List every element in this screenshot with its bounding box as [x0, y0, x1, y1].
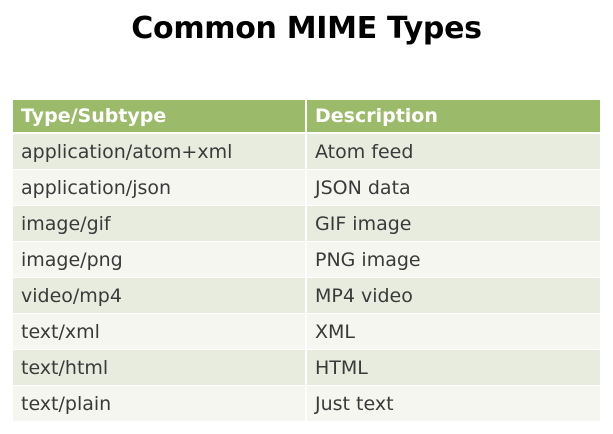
- cell-description: GIF image: [307, 206, 600, 242]
- cell-type-subtype: text/html: [13, 350, 307, 386]
- table-row: application/json JSON data: [13, 170, 600, 206]
- table-row: image/gif GIF image: [13, 206, 600, 242]
- table-row: text/plain Just text: [13, 386, 600, 422]
- cell-type-subtype: application/atom+xml: [13, 134, 307, 170]
- cell-type-subtype: application/json: [13, 170, 307, 206]
- cell-type-subtype: video/mp4: [13, 278, 307, 314]
- table-row: text/xml XML: [13, 314, 600, 350]
- mime-types-table: Type/Subtype Description application/ato…: [13, 100, 600, 422]
- cell-description: XML: [307, 314, 600, 350]
- table-header: Type/Subtype Description: [13, 100, 600, 134]
- cell-type-subtype: image/png: [13, 242, 307, 278]
- cell-type-subtype: text/plain: [13, 386, 307, 422]
- cell-type-subtype: image/gif: [13, 206, 307, 242]
- header-row: Type/Subtype Description: [13, 100, 600, 134]
- cell-type-subtype: text/xml: [13, 314, 307, 350]
- cell-description: MP4 video: [307, 278, 600, 314]
- table-row: video/mp4 MP4 video: [13, 278, 600, 314]
- table-body: application/atom+xml Atom feed applicati…: [13, 134, 600, 422]
- cell-description: Atom feed: [307, 134, 600, 170]
- header-type-subtype: Type/Subtype: [13, 100, 307, 134]
- page-title: Common MIME Types: [131, 11, 482, 46]
- cell-description: JSON data: [307, 170, 600, 206]
- cell-description: HTML: [307, 350, 600, 386]
- table-row: image/png PNG image: [13, 242, 600, 278]
- cell-description: PNG image: [307, 242, 600, 278]
- header-description: Description: [307, 100, 600, 134]
- table-row: text/html HTML: [13, 350, 600, 386]
- table-row: application/atom+xml Atom feed: [13, 134, 600, 170]
- cell-description: Just text: [307, 386, 600, 422]
